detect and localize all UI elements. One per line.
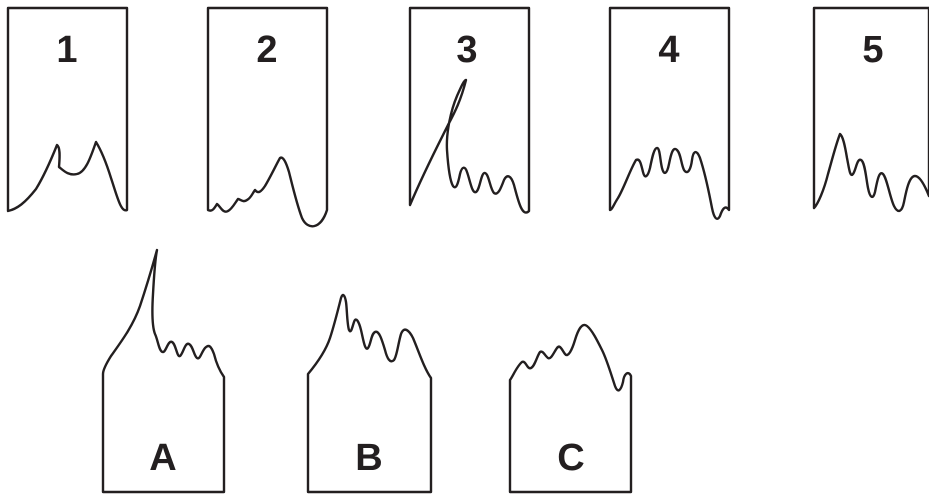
piece-3: 3 [408, 6, 531, 214]
piece-b: B [306, 293, 433, 494]
piece-5: 5 [812, 6, 929, 213]
piece-2-outline [206, 6, 329, 228]
piece-2: 2 [206, 6, 329, 228]
piece-c-outline [508, 323, 633, 494]
piece-5-outline [812, 6, 929, 213]
piece-b-label: B [355, 437, 382, 479]
piece-1: 1 [6, 6, 129, 213]
piece-1-outline [6, 6, 129, 213]
piece-4-outline [608, 6, 731, 220]
piece-b-outline [306, 293, 433, 494]
piece-c: C [508, 323, 633, 494]
piece-a-outline [101, 248, 226, 494]
piece-5-label: 5 [862, 29, 883, 71]
piece-3-outline [408, 6, 531, 214]
piece-4-label: 4 [658, 29, 679, 71]
piece-2-label: 2 [256, 29, 277, 71]
piece-a: A [101, 248, 226, 494]
piece-a-label: A [149, 437, 176, 479]
piece-c-label: C [557, 437, 584, 479]
piece-3-label: 3 [456, 29, 477, 71]
piece-4: 4 [608, 6, 731, 220]
piece-1-label: 1 [56, 29, 77, 71]
